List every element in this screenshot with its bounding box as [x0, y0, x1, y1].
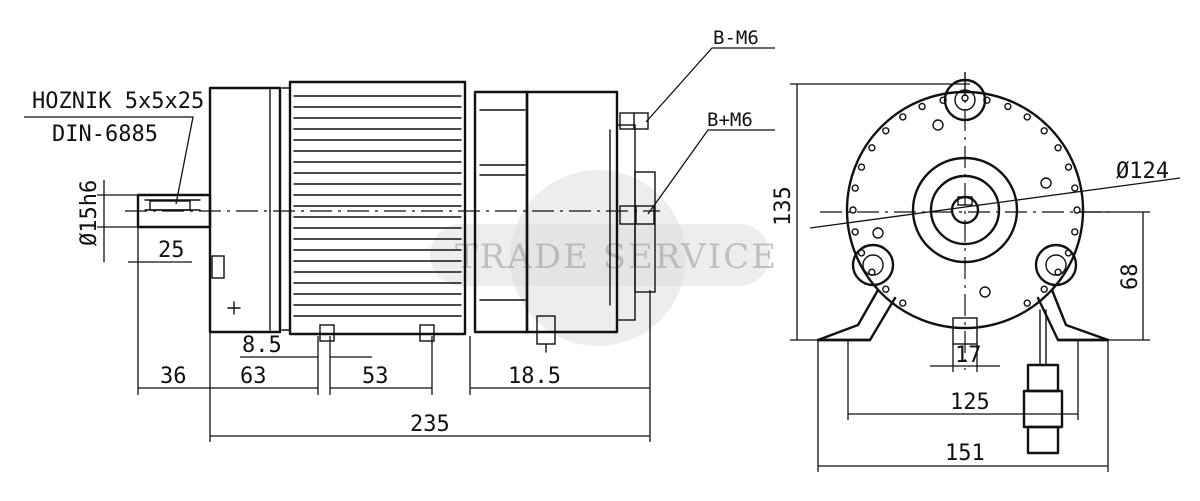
key-leader: [24, 116, 194, 205]
hole-spacing-label: 125: [950, 390, 990, 415]
foot-width-label: 17: [955, 343, 982, 368]
front-view: Ø124 135 68 17 125 151: [771, 72, 1181, 472]
hub-ring: [911, 156, 1019, 264]
key-label: HOZNIK 5x5x25: [32, 89, 204, 114]
left-foot: [816, 288, 880, 342]
standard-label: DIN-6885: [52, 122, 158, 147]
bolt-a-leader: [645, 47, 775, 123]
right-lug: [1034, 243, 1078, 287]
shaft-len-label: 25: [158, 238, 185, 263]
side-view: HOZNIK 5x5x25 DIN-6885 Ø15h6 25 B-M6 B+M…: [24, 27, 775, 442]
bolt-b-label: B+M6: [707, 109, 753, 131]
right-foot: [1050, 288, 1110, 342]
shaft-key: [149, 200, 191, 211]
connector-top: [1026, 363, 1060, 393]
base-width-label: 151: [945, 441, 985, 466]
dim-18-5: 18.5: [508, 364, 561, 389]
motor-housing: [288, 80, 467, 336]
bolt-b-leader: [647, 129, 775, 215]
dim-235: 235: [410, 412, 450, 437]
connector-body: [1022, 389, 1064, 429]
connector-bottom: [1026, 425, 1060, 455]
cooling-fins: [293, 95, 462, 317]
dim-53: 53: [362, 364, 389, 389]
dim-63: 63: [240, 364, 267, 389]
height-label: 135: [771, 186, 796, 226]
housing-fins: [849, 94, 1081, 307]
dia-leader: [809, 177, 1181, 229]
dim-36: 36: [160, 364, 187, 389]
dia-label: Ø124: [1116, 159, 1169, 184]
watermark: TRADE SERVICE: [430, 170, 778, 346]
watermark-text: TRADE SERVICE: [455, 237, 778, 277]
shaft-dia-label: Ø15h6: [77, 180, 102, 246]
left-lug: [851, 243, 895, 287]
front-flange: [208, 86, 282, 334]
bolt-a-label: B-M6: [713, 27, 759, 49]
dim-8-5: 8.5: [242, 333, 282, 358]
axis-height-label: 68: [1118, 264, 1143, 291]
terminal-b-plus: [619, 205, 655, 225]
